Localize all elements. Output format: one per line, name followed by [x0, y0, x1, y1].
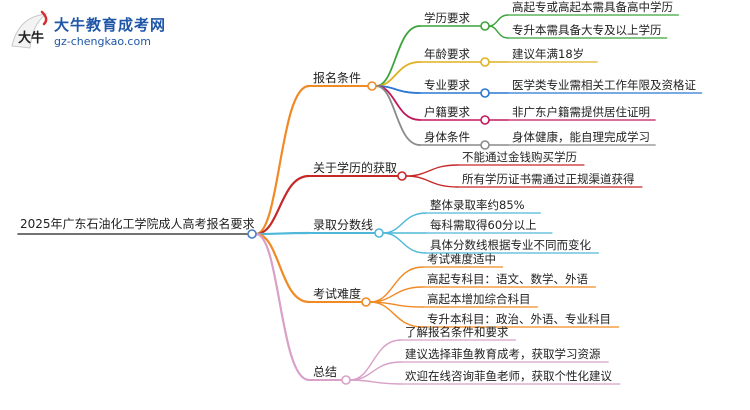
leaf-label: 了解报名条件和要求: [405, 325, 509, 339]
logo-mark-icon: 大牛: [11, 10, 48, 49]
sub-link: [375, 85, 421, 146]
branch-link: [254, 232, 311, 304]
logo-glyph: 大牛: [18, 30, 44, 46]
brand-logo: 大牛 大牛教育成考网 gz-chengkao.com: [6, 8, 236, 56]
leaf-label: 所有学历证书需通过正规渠道获得: [462, 172, 635, 186]
leaf-link: [369, 301, 424, 328]
brand-name: 大牛教育成考网: [54, 16, 167, 34]
leaf-label: 高起本增加综合科目: [427, 292, 531, 306]
sub-link: [375, 61, 421, 87]
leaf-link: [488, 25, 509, 39]
branch-link: [254, 84, 311, 236]
branch-label: 关于学历的获取: [313, 160, 397, 175]
branch-label: 报名条件: [313, 70, 361, 85]
leaf-link: [382, 232, 427, 254]
leaf-label: 具体分数线根据专业不同而变化: [430, 238, 591, 252]
leaf-label: 不能通过金钱购买学历: [462, 150, 577, 164]
leaf-label: 考试难度适中: [427, 252, 496, 266]
sub-connector: [480, 57, 490, 67]
leaf-label: 整体录取率约85%: [430, 198, 525, 212]
branch-label: 考试难度: [313, 286, 361, 301]
sub-link: [375, 25, 421, 87]
branch-link: [254, 231, 311, 236]
branch-link: [254, 174, 311, 236]
branch-connector: [367, 81, 377, 91]
sub-branch-label: 专业要求: [424, 78, 470, 92]
leaf-label: 专升本需具备大专及以上学历: [512, 23, 662, 37]
sub-branch-label: 年龄要求: [424, 47, 470, 61]
leaf-link: [405, 164, 459, 177]
leaf-link: [382, 212, 427, 234]
brand-url: gz-chengkao.com: [54, 35, 151, 48]
mind-map-nodes: 2025年广东石油化工学院成人高考报名要求 报名条件 学历要求 高起专或高起本需具备高…: [20, 0, 696, 385]
leaf-label: 非广东户籍需提供居住证明: [512, 105, 650, 119]
leaf-label: 建议年满18岁: [512, 47, 584, 61]
leaf-link: [488, 14, 509, 27]
sub-link: [375, 85, 421, 121]
branch-label: 录取分数线: [313, 217, 373, 232]
sub-connector: [480, 21, 490, 31]
branch-link: [254, 232, 311, 382]
root-node-label: 2025年广东石油化工学院成人高考报名要求: [20, 216, 255, 231]
leaf-link: [349, 379, 402, 385]
sub-branch-label: 身体条件: [424, 130, 470, 144]
leaf-label: 欢迎在线咨询菲鱼老师，获取个性化建议: [405, 369, 612, 383]
leaf-link: [349, 339, 402, 381]
leaf-label: 高起专或高起本需具备高中学历: [512, 0, 673, 14]
branch-connector: [361, 297, 371, 307]
leaf-label: 身体健康，能自理完成学习: [512, 130, 650, 144]
branch-label: 总结: [313, 365, 337, 379]
sub-branch-label: 学历要求: [424, 11, 470, 25]
branch-connector: [341, 375, 351, 385]
leaf-label: 建议选择菲鱼教育成考，获取学习资源: [405, 347, 601, 361]
leaf-label: 医学类专业需相关工作年限及资格证: [512, 78, 696, 92]
sub-connector: [480, 115, 490, 125]
leaf-link: [349, 361, 402, 381]
leaf-link: [369, 266, 424, 303]
leaf-link: [405, 175, 459, 188]
leaf-label: 专升本科目：政治、外语、专业科目: [427, 312, 611, 326]
leaf-label: 每科需取得60分以上: [430, 218, 537, 232]
branch-connector: [397, 171, 407, 181]
sub-branch-label: 户籍要求: [424, 105, 470, 119]
sub-connector: [480, 140, 490, 150]
leaf-label: 高起专科目：语文、数学、外语: [427, 272, 588, 286]
sub-connector: [480, 88, 490, 98]
mind-map-links: [17, 14, 703, 385]
branch-connector: [374, 228, 384, 238]
root-connector: [247, 229, 257, 239]
